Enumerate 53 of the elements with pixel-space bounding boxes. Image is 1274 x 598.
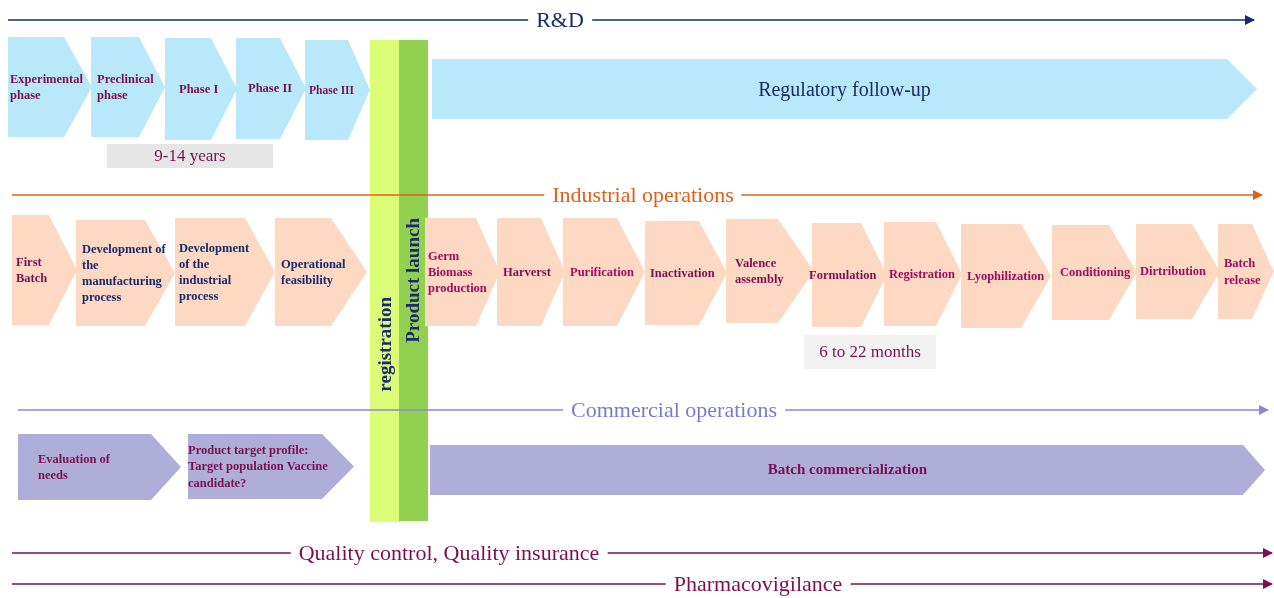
chevron-step xyxy=(961,224,1051,328)
chevron-step xyxy=(275,218,367,326)
step-label: Inactivation xyxy=(650,264,715,282)
chevron-step xyxy=(76,220,175,326)
step-label: Experimental phase xyxy=(10,70,84,104)
chevron-step xyxy=(1052,225,1137,320)
step-label: Development of the industrial process xyxy=(179,239,251,305)
band-label: Product launch xyxy=(401,218,425,343)
chevron-step xyxy=(425,218,500,326)
step-label: Dirtribution xyxy=(1140,263,1206,280)
chevron-step xyxy=(188,434,354,499)
chevron-step xyxy=(12,215,77,325)
chevron-step xyxy=(1218,224,1274,319)
step-label: Phase I xyxy=(179,80,219,98)
chevron-step xyxy=(645,221,727,325)
step-label: Formulation xyxy=(809,266,877,284)
step-label: Preclinical phase xyxy=(97,70,155,104)
milestone-band xyxy=(370,40,400,522)
chevron-step xyxy=(563,218,645,326)
step-label: Lyophilization xyxy=(967,267,1045,285)
chevron-step xyxy=(432,59,1257,119)
chevron-step xyxy=(175,218,275,326)
band-label: registration xyxy=(372,297,396,392)
chevron-step xyxy=(305,40,370,140)
step-label: Evaluation of needs xyxy=(38,450,111,484)
chevron-step xyxy=(430,445,1265,495)
duration-label: 6 to 22 months xyxy=(819,340,921,363)
duration-box xyxy=(107,144,273,168)
chevron-step xyxy=(884,222,962,326)
step-label: Regulatory follow-up xyxy=(758,77,931,102)
chevron-step xyxy=(497,218,565,326)
step-label: Valence assembly xyxy=(735,254,785,288)
duration-label: 9-14 years xyxy=(154,144,226,167)
step-label: Harverst xyxy=(503,263,551,281)
chevron-step xyxy=(18,434,181,500)
step-label: First Batch xyxy=(16,253,49,287)
step-label: Phase III xyxy=(309,82,355,98)
chevron-step xyxy=(165,38,237,140)
step-label: Product target profile: Target population Vaccine candidate? xyxy=(188,442,328,491)
chevron-step xyxy=(91,37,165,137)
chevron-step xyxy=(8,37,92,137)
chevron-step xyxy=(1136,224,1220,319)
milestone-band xyxy=(399,40,428,521)
step-label: Batch commercialization xyxy=(767,460,928,480)
step-label: Phase II xyxy=(248,80,293,97)
step-label: Registration xyxy=(889,265,955,283)
step-label: Operational feasibility xyxy=(281,255,347,289)
step-label: Development of the manufacturing process xyxy=(82,240,167,306)
step-label: Germ Biomass production xyxy=(428,247,488,297)
step-label: Conditioning xyxy=(1060,264,1131,281)
step-label: Purification xyxy=(570,263,634,281)
step-label: Batch release xyxy=(1224,255,1262,288)
chevron-step xyxy=(236,38,306,139)
